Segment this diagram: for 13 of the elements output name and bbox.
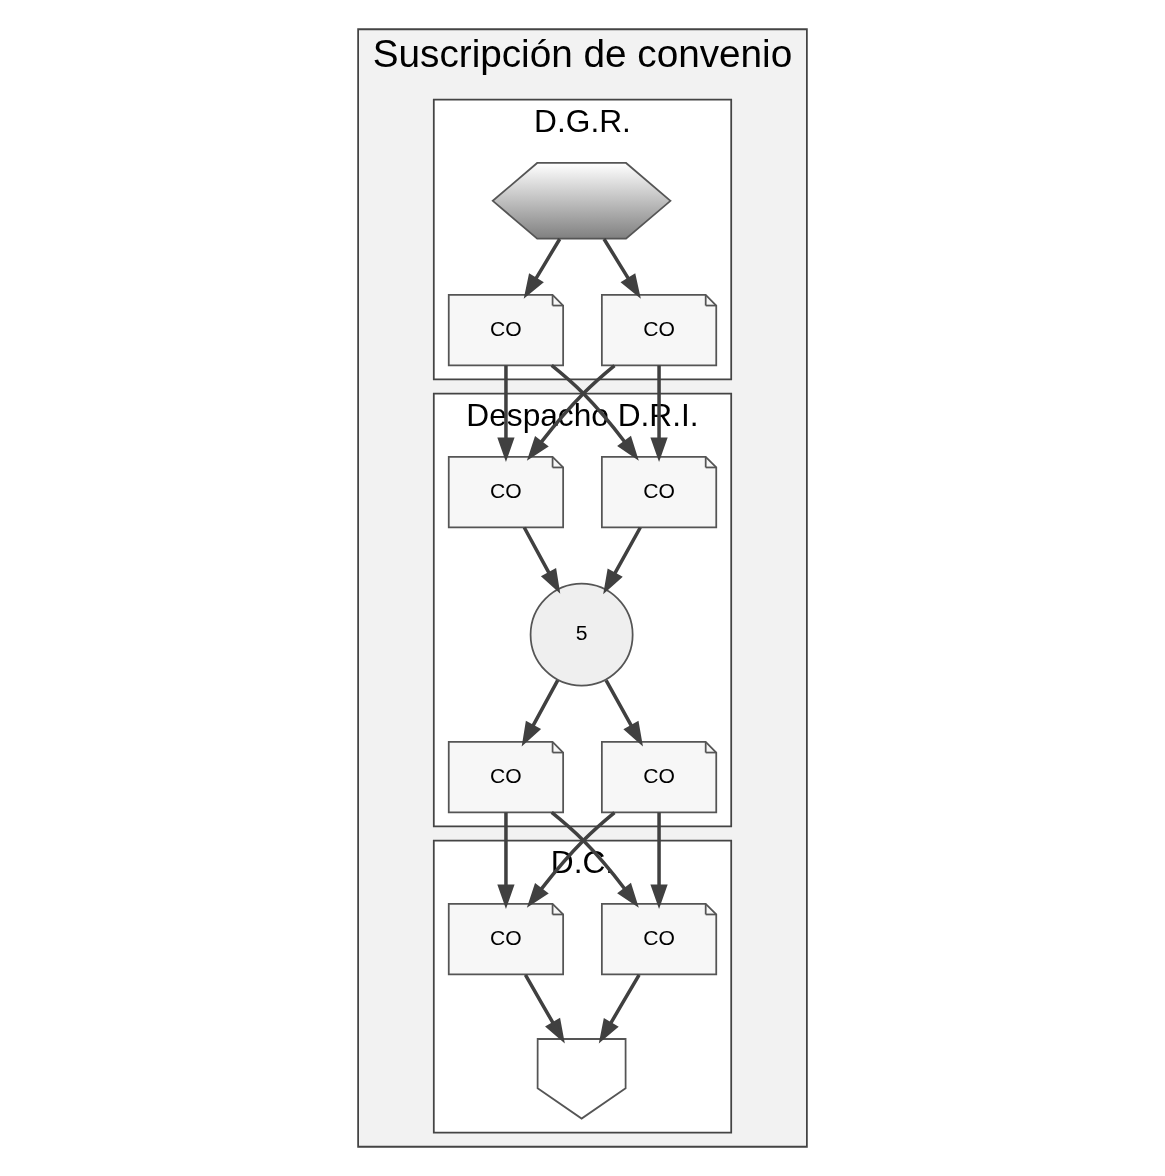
arrow xyxy=(604,679,643,747)
node-pentagon xyxy=(536,1038,627,1120)
arrow xyxy=(650,812,668,910)
arrow xyxy=(602,238,641,299)
arrow xyxy=(522,526,561,594)
node-hexagon xyxy=(491,162,672,240)
arrow xyxy=(497,812,515,910)
arrow xyxy=(523,238,562,299)
arrow xyxy=(598,973,641,1044)
arrow xyxy=(603,526,642,595)
arrow xyxy=(523,973,565,1044)
arrow xyxy=(521,679,560,747)
node-circle: 5 xyxy=(529,582,634,687)
